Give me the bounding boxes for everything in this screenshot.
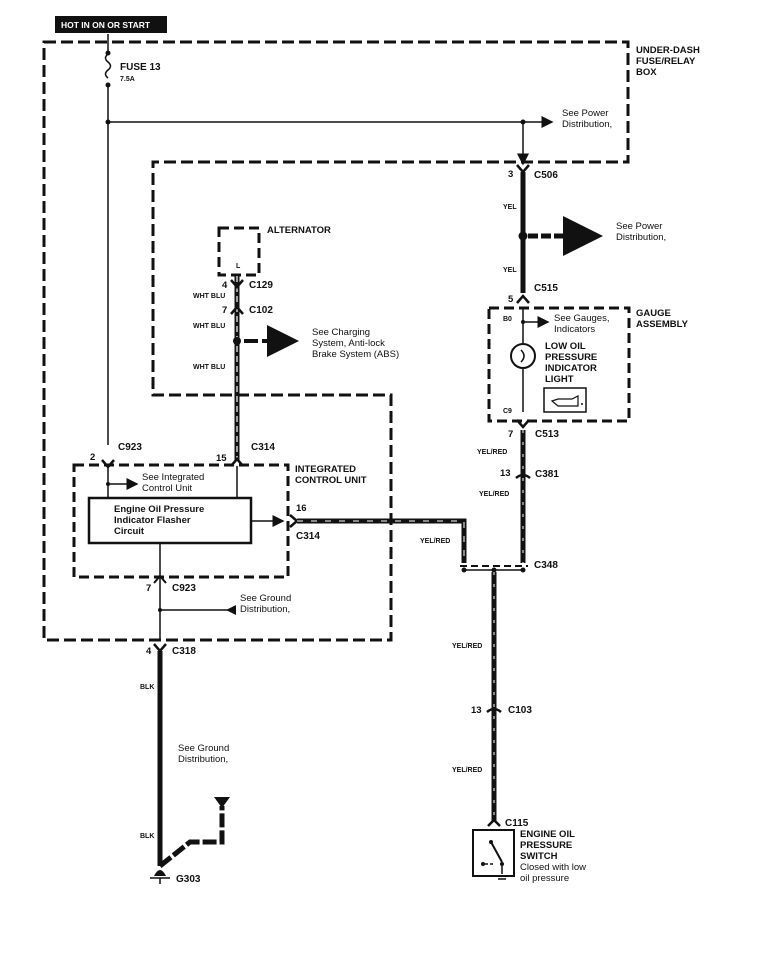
integrated-control-unit-outline — [72, 463, 290, 579]
c314b-id: C314 — [296, 531, 320, 542]
wire-label-whtblu-1: WHT BLU — [193, 293, 225, 300]
wire-label-yelred-5: YEL/RED — [452, 767, 482, 774]
c102-pin: 7 — [222, 305, 227, 316]
badge-text: HOT IN ON OR START — [61, 20, 151, 30]
flasher-label-3: Circuit — [114, 526, 145, 537]
c923a-id: C923 — [118, 442, 142, 453]
indicator-label-1: LOW OIL — [545, 341, 586, 352]
wire-label-yelred-2: YEL/RED — [479, 491, 509, 498]
wire-label-yelred-3: YEL/RED — [420, 538, 450, 545]
power-dist-note-1b: Distribution, — [562, 119, 612, 130]
power-dist-note-1a: See Power — [562, 108, 608, 119]
wire-label-yelred-4: YEL/RED — [452, 643, 482, 650]
c381-pin: 13 — [500, 468, 511, 479]
c381-id: C381 — [535, 469, 559, 480]
c513-id: C513 — [535, 429, 559, 440]
ground-note-1a: See Ground — [240, 593, 291, 604]
c923a-pin: 2 — [90, 452, 95, 463]
ground-note-1b: Distribution, — [240, 604, 290, 615]
wire-label-blk-2: BLK — [140, 833, 154, 840]
c314b-pin: 16 — [296, 503, 307, 514]
c102-id: C102 — [249, 305, 273, 316]
c318-id: C318 — [172, 646, 196, 657]
wire-label-whtblu-3: WHT BLU — [193, 364, 225, 371]
c506-id: C506 — [534, 170, 558, 181]
charging-note-2: System, Anti-lock — [312, 338, 385, 349]
switch-label-3: SWITCH — [520, 851, 558, 862]
underdash-label-3: BOX — [636, 67, 657, 78]
gauges-note-1: See Gauges, — [554, 313, 609, 324]
c923b-id: C923 — [172, 583, 196, 594]
wire-label-yelred-1: YEL/RED — [477, 449, 507, 456]
gauge-label-1: GAUGE — [636, 308, 671, 319]
indicator-label-4: LIGHT — [545, 374, 574, 385]
c515-pin: 5 — [508, 294, 514, 305]
alternator-label: ALTERNATOR — [267, 225, 331, 236]
wire-label-yel-1: YEL — [503, 204, 517, 211]
c103-pin: 13 — [471, 705, 482, 716]
c318-pin: 4 — [146, 646, 152, 657]
indicator-pin-bottom: C9 — [503, 408, 512, 415]
wire-label-whtblu-2: WHT BLU — [193, 323, 225, 330]
icu-label-2: CONTROL UNIT — [295, 475, 367, 486]
alternator-outline — [217, 226, 261, 277]
switch-label-1: ENGINE OIL — [520, 829, 575, 840]
alternator-terminal: L — [236, 263, 241, 270]
c513-pin: 7 — [508, 429, 513, 440]
indicator-label-2: PRESSURE — [545, 352, 597, 363]
c103-id: C103 — [508, 705, 532, 716]
switch-note-1: Closed with low — [520, 862, 586, 873]
gauge-assembly-outline — [487, 306, 631, 423]
gauges-note-2: Indicators — [554, 324, 595, 335]
switch-label-2: PRESSURE — [520, 840, 572, 851]
charging-note-1: See Charging — [312, 327, 370, 338]
icu-label-1: INTEGRATED — [295, 464, 356, 475]
underdash-label-1: UNDER-DASH — [636, 45, 700, 56]
c115-id: C115 — [505, 818, 529, 829]
c314a-id: C314 — [251, 442, 275, 453]
c923b-pin: 7 — [146, 583, 151, 594]
fuse-name: FUSE 13 — [120, 62, 161, 73]
c129-pin: 4 — [222, 280, 228, 291]
flasher-label-1: Engine Oil Pressure — [114, 504, 204, 515]
c348-id: C348 — [534, 560, 558, 571]
flasher-circuit-box — [87, 496, 253, 545]
icu-note-1: See Integrated — [142, 472, 204, 483]
g303-id: G303 — [176, 874, 201, 885]
c506-pin: 3 — [508, 169, 513, 180]
charging-note-3: Brake System (ABS) — [312, 349, 399, 360]
oil-pressure-switch-box — [472, 829, 515, 877]
power-dist-note-2b: Distribution, — [616, 232, 666, 243]
gauge-label-2: ASSEMBLY — [636, 319, 689, 330]
wire-label-yel-2: YEL — [503, 267, 517, 274]
hot-in-on-or-start-badge: HOT IN ON OR START — [55, 16, 167, 33]
wire-label-blk-1: BLK — [140, 684, 154, 691]
indicator-pin-top: B0 — [503, 316, 512, 323]
flasher-label-2: Indicator Flasher — [114, 515, 191, 526]
fuse-icon — [104, 53, 112, 79]
power-dist-note-2a: See Power — [616, 221, 662, 232]
indicator-bulb-icon — [510, 343, 536, 369]
c515-id: C515 — [534, 283, 558, 294]
indicator-label-3: INDICATOR — [545, 363, 597, 374]
icu-note-2: Control Unit — [142, 483, 193, 494]
switch-note-2: oil pressure — [520, 873, 569, 884]
ground-icon — [150, 870, 170, 884]
c129-id: C129 — [249, 280, 273, 291]
fuse-rating: 7.5A — [120, 76, 135, 83]
oil-can-icon — [543, 387, 587, 413]
ground-note-2a: See Ground — [178, 743, 229, 754]
underdash-label-2: FUSE/RELAY — [636, 56, 696, 67]
switch-icon — [481, 840, 508, 880]
c314a-pin: 15 — [216, 453, 227, 464]
ground-note-2b: Distribution, — [178, 754, 228, 765]
yelred-wire-left — [297, 518, 467, 563]
